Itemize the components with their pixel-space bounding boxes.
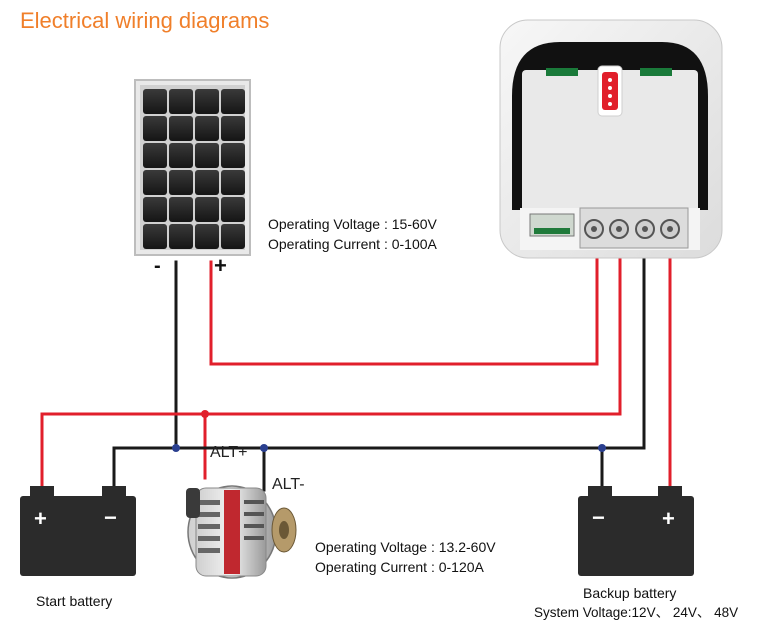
solar-panel: - + — [134, 79, 251, 278]
junction-dot — [172, 444, 180, 452]
solar-cell — [195, 89, 219, 114]
junction-dot — [260, 444, 268, 452]
diagram-title: Electrical wiring diagrams — [20, 8, 269, 33]
solar-cell — [169, 170, 193, 195]
start-battery: + − — [20, 486, 136, 576]
solar-current-label: Operating Current : 0-100A — [268, 236, 438, 252]
backup-battery-system-voltage: System Voltage:12V、 24V、 48V — [534, 605, 738, 620]
solar-cell — [143, 143, 167, 168]
wire-negative-bus — [112, 244, 646, 492]
solar-cell — [169, 197, 193, 222]
wire-solar-positive — [209, 244, 599, 366]
alternator — [186, 485, 297, 579]
backup-battery-label: Backup battery — [583, 585, 676, 601]
solar-cell — [143, 170, 167, 195]
solar-cell — [195, 197, 219, 222]
solar-cell — [143, 116, 167, 141]
solar-cell — [195, 170, 219, 195]
solar-cell — [221, 170, 245, 195]
wire-start-battery-positive — [40, 244, 622, 494]
solar-cell — [169, 143, 193, 168]
start-battery-label: Start battery — [36, 593, 112, 609]
alt-minus-label: ALT- — [272, 476, 305, 493]
backup-battery-minus-sign: − — [592, 505, 605, 530]
solar-cell — [143, 224, 167, 249]
start-battery-plus-sign: + — [34, 506, 47, 531]
solar-plus-label: + — [214, 253, 227, 278]
alt-plus-label: ALT+ — [210, 444, 248, 461]
solar-cell — [195, 143, 219, 168]
solar-cell — [169, 89, 193, 114]
solar-voltage-label: Operating Voltage : 15-60V — [268, 216, 438, 232]
backup-battery: − + — [578, 486, 694, 576]
alternator-current-label: Operating Current : 0-120A — [315, 559, 485, 575]
backup-battery-plus-sign: + — [662, 506, 675, 531]
solar-cell — [143, 197, 167, 222]
solar-cell — [195, 224, 219, 249]
solar-cell — [221, 197, 245, 222]
solar-cell — [221, 224, 245, 249]
solar-cell — [221, 116, 245, 141]
junction-dot — [598, 444, 606, 452]
solar-cell — [221, 143, 245, 168]
solar-cell — [169, 224, 193, 249]
solar-cell — [195, 116, 219, 141]
solar-cell — [221, 89, 245, 114]
solar-cell — [143, 89, 167, 114]
wires — [40, 244, 672, 494]
junction-dot — [201, 410, 209, 418]
controller-terminals — [579, 207, 689, 249]
start-battery-minus-sign: − — [104, 505, 117, 530]
solar-cells — [143, 89, 245, 249]
charge-controller — [499, 19, 723, 259]
solar-cell — [169, 116, 193, 141]
solar-minus-label: - — [154, 255, 161, 277]
alternator-voltage-label: Operating Voltage : 13.2-60V — [315, 539, 496, 555]
